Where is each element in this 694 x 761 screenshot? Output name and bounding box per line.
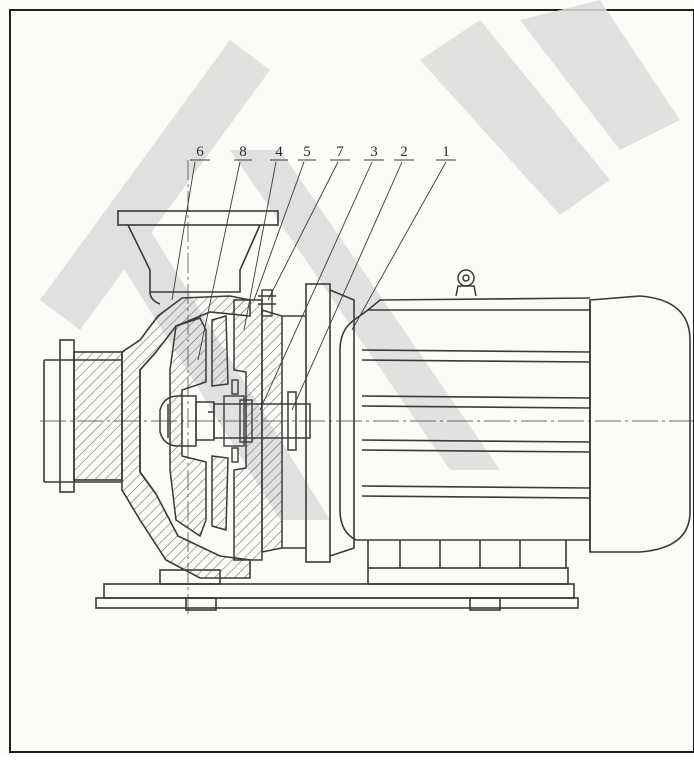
fan-cover (589, 295, 691, 553)
lifting-eye (455, 269, 477, 297)
part-label: 7 (336, 144, 344, 160)
part-label: 1 (442, 144, 450, 160)
drawing-border (9, 9, 694, 753)
suction-flange (43, 339, 123, 493)
part-label: 8 (239, 144, 247, 160)
base-plate (95, 567, 579, 611)
part-label: 4 (275, 144, 283, 160)
vent-screw (258, 289, 276, 317)
part-label: 2 (400, 144, 408, 160)
part-label: 3 (370, 144, 378, 160)
mechanical-seal (223, 379, 253, 463)
pump-cover (233, 299, 283, 561)
leader-lines (171, 159, 456, 411)
part-label: 6 (196, 144, 204, 160)
part-labels: 6 8 4 5 7 3 2 1 (196, 144, 450, 160)
discharge-flange (117, 210, 279, 305)
pump-shaft (208, 391, 311, 451)
part-label: 5 (303, 144, 311, 160)
pump-casing (121, 295, 251, 579)
impeller (169, 315, 229, 538)
motor-body (339, 297, 591, 568)
